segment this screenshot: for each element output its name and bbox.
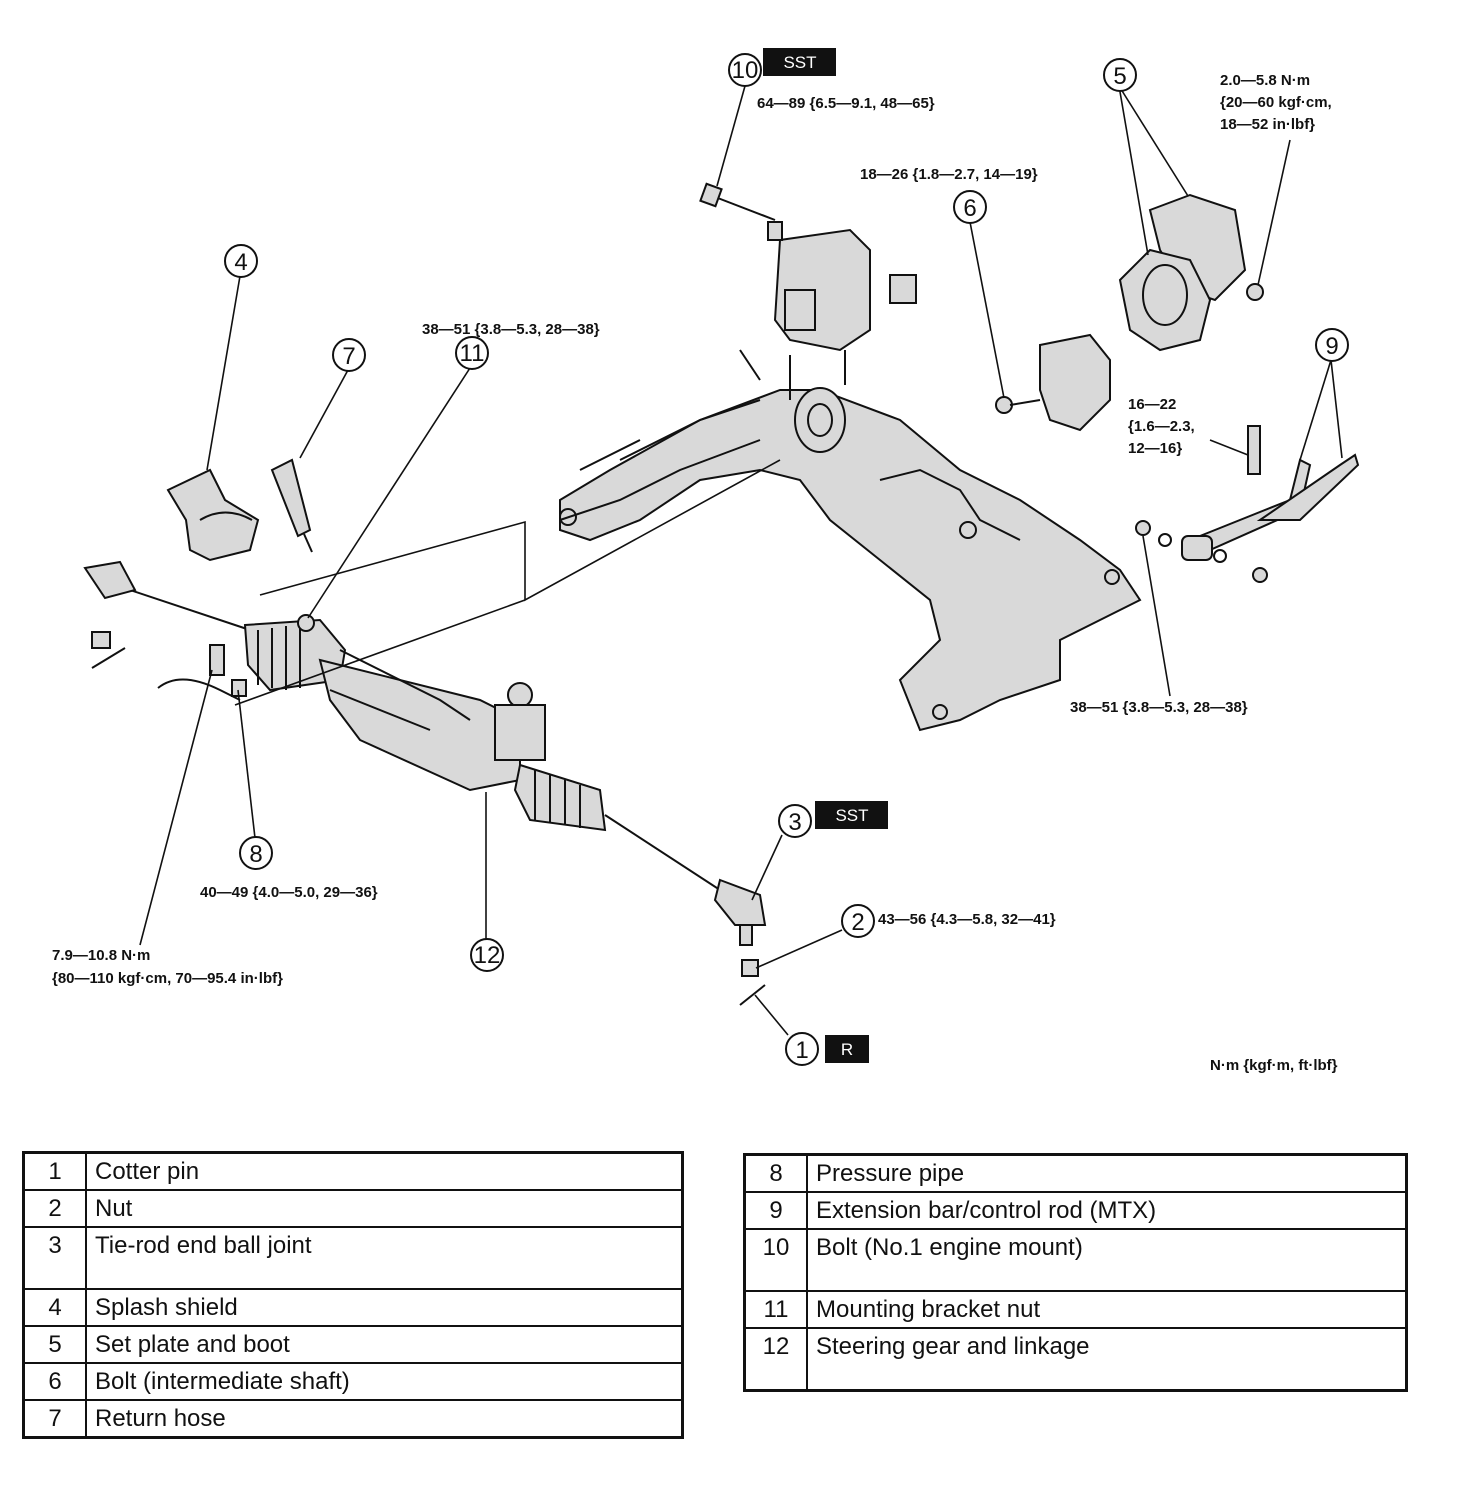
svg-text:11: 11: [460, 340, 485, 367]
part-name: Splash shield: [85, 1288, 684, 1327]
sst-badge-10: SST: [763, 48, 836, 76]
callout-7: 7: [332, 338, 366, 372]
part-name: Tie-rod end ball joint: [85, 1226, 684, 1290]
part-name: Cotter pin: [85, 1151, 684, 1191]
callout-8: 8: [239, 836, 273, 870]
table-row: 12 Steering gear and linkage: [743, 1327, 1408, 1392]
torque-9-line1: 16—22: [1128, 396, 1176, 413]
callout-5: 5: [1103, 58, 1137, 92]
part-name: Mounting bracket nut: [806, 1290, 1408, 1329]
callout-4: 4: [224, 244, 258, 278]
engine-mount-illustration: [699, 182, 917, 400]
part-name: Bolt (No.1 engine mount): [806, 1228, 1408, 1292]
svg-text:10: 10: [732, 57, 759, 84]
svg-text:6: 6: [963, 195, 976, 222]
table-row: 8 Pressure pipe: [743, 1153, 1408, 1193]
torque-2: 43—56 {4.3—5.8, 32—41}: [878, 911, 1056, 928]
table-row: 1 Cotter pin: [22, 1151, 684, 1191]
callout-12: 12: [470, 938, 504, 972]
part-number: 4: [22, 1288, 87, 1327]
table-row: 2 Nut: [22, 1189, 684, 1228]
torque-9-line2: {1.6—2.3,: [1128, 418, 1195, 435]
table-row: 11 Mounting bracket nut: [743, 1290, 1408, 1329]
part-number: 2: [22, 1189, 87, 1228]
svg-text:1: 1: [795, 1037, 808, 1064]
svg-text:R: R: [841, 1040, 853, 1059]
torque-9-nut: 38—51 {3.8—5.3, 28—38}: [1070, 699, 1248, 716]
part-number: 3: [22, 1226, 87, 1290]
callout-2: 2: [841, 904, 875, 938]
return-hose-illustration: [270, 458, 313, 553]
svg-text:SST: SST: [835, 806, 868, 825]
callout-9: 9: [1315, 328, 1349, 362]
table-row: 9 Extension bar/control rod (MTX): [743, 1191, 1408, 1230]
torque-9-line3: 12—16}: [1128, 440, 1182, 457]
torque-11: 38—51 {3.8—5.3, 28—38}: [422, 321, 600, 338]
sst-badge-3: SST: [815, 801, 888, 829]
table-row: 10 Bolt (No.1 engine mount): [743, 1228, 1408, 1292]
table-row: 5 Set plate and boot: [22, 1325, 684, 1364]
leader-lines: [139, 85, 1343, 1036]
part-number: 5: [22, 1325, 87, 1364]
torque-5-line1: 2.0—5.8 N·m: [1220, 72, 1310, 89]
splash-shield-illustration: [166, 468, 260, 562]
part-number: 12: [743, 1327, 808, 1392]
part-number: 9: [743, 1191, 808, 1230]
callout-10: 10: [728, 53, 762, 87]
callout-1: 1: [785, 1032, 819, 1066]
svg-text:3: 3: [788, 809, 801, 836]
part-number: 11: [743, 1290, 808, 1329]
torque-8: 40—49 {4.0—5.0, 29—36}: [200, 884, 378, 901]
part-number: 7: [22, 1399, 87, 1439]
extension-bar-illustration: [1135, 425, 1360, 583]
table-row: 4 Splash shield: [22, 1288, 684, 1327]
torque-7-line2: {80—110 kgf·cm, 70—95.4 in·lbf}: [52, 970, 283, 987]
svg-text:2: 2: [851, 909, 864, 936]
part-name: Pressure pipe: [806, 1153, 1408, 1193]
svg-text:SST: SST: [783, 53, 816, 72]
part-number: 8: [743, 1153, 808, 1193]
steering-gear-illustration: [83, 560, 767, 1006]
table-row: 6 Bolt (intermediate shaft): [22, 1362, 684, 1401]
torque-10: 64—89 {6.5—9.1, 48—65}: [757, 95, 935, 112]
svg-text:8: 8: [249, 841, 262, 868]
torque-6: 18—26 {1.8—2.7, 14—19}: [860, 166, 1038, 183]
part-name: Nut: [85, 1189, 684, 1228]
torque-5-line2: {20—60 kgf·cm,: [1220, 94, 1332, 111]
svg-text:5: 5: [1113, 63, 1126, 90]
part-name: Extension bar/control rod (MTX): [806, 1191, 1408, 1230]
part-name: Return hose: [85, 1399, 684, 1439]
callout-6: 6: [953, 190, 987, 224]
table-row: 7 Return hose: [22, 1399, 684, 1439]
exploded-diagram: 1 2 3 4 5 6 7 8 9 10 11 12: [52, 48, 1360, 1074]
crossmember-illustration: [559, 349, 1142, 732]
table-row: 3 Tie-rod end ball joint: [22, 1226, 684, 1290]
parts-table-left: 1 Cotter pin 2 Nut 3 Tie-rod end ball jo…: [22, 1151, 684, 1439]
callout-11: 11: [455, 336, 489, 370]
torque-units: N·m {kgf·m, ft·lbf}: [1210, 1057, 1338, 1074]
part-name: Bolt (intermediate shaft): [85, 1362, 684, 1401]
torque-5-line3: 18—52 in·lbf}: [1220, 116, 1315, 133]
svg-text:12: 12: [474, 942, 501, 969]
set-plate-boot-illustration: [995, 193, 1264, 432]
part-number: 10: [743, 1228, 808, 1292]
parts-table-right: 8 Pressure pipe 9 Extension bar/control …: [743, 1153, 1408, 1392]
part-number: 6: [22, 1362, 87, 1401]
part-name: Steering gear and linkage: [806, 1327, 1408, 1392]
r-badge-1: R: [825, 1035, 869, 1063]
svg-text:9: 9: [1325, 333, 1338, 360]
callout-3: 3: [778, 804, 812, 838]
svg-text:7: 7: [342, 343, 355, 370]
svg-text:4: 4: [234, 249, 247, 276]
torque-7-line1: 7.9—10.8 N·m: [52, 947, 150, 964]
part-number: 1: [22, 1151, 87, 1191]
part-name: Set plate and boot: [85, 1325, 684, 1364]
